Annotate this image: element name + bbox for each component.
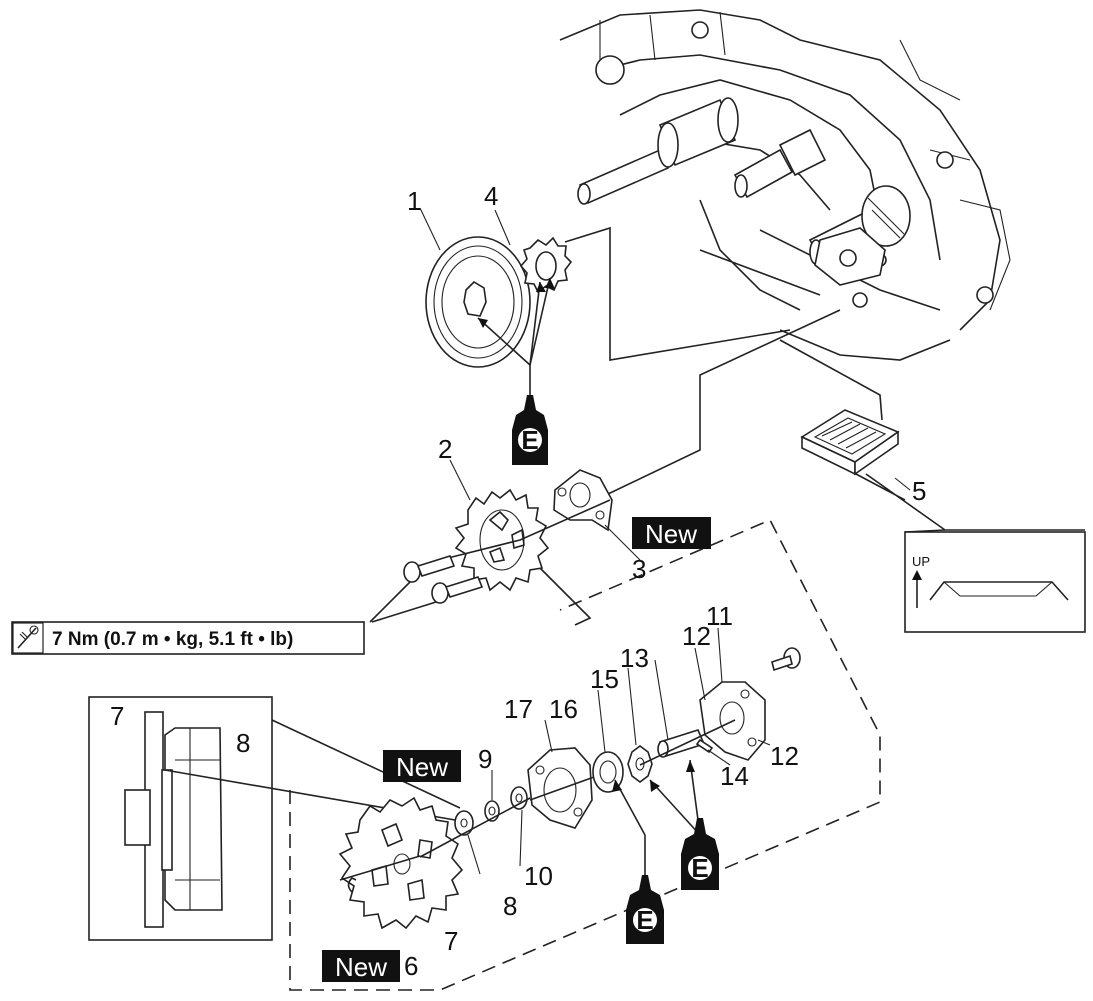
callout-7b: 7	[444, 926, 458, 956]
engine-oil-icon: E	[512, 365, 548, 465]
pump-assembly-outline	[289, 518, 881, 991]
balancer-shaft	[733, 128, 827, 199]
part-6-circlip	[347, 877, 357, 893]
part-5-oil-strainer	[800, 409, 900, 476]
callout-1: 1	[407, 186, 421, 216]
new-badge-circlip-6: New	[322, 950, 400, 982]
callout-15: 15	[590, 664, 619, 694]
part-10-washer	[510, 786, 528, 810]
callout-8: 8	[236, 728, 250, 758]
part-15-inner-rotor	[627, 745, 653, 783]
new-label: New	[396, 752, 448, 782]
callout-11: 11	[706, 601, 733, 631]
new-badge-circlip-9: New	[383, 750, 461, 782]
part-7-pump-sprocket	[338, 796, 464, 930]
part-12-screw	[771, 647, 801, 672]
sprocket-washer-inset	[88, 696, 273, 941]
oil-symbol-text: E	[636, 905, 653, 935]
up-label: UP	[912, 554, 930, 569]
part-8-washer	[454, 810, 474, 836]
callout-6: 6	[404, 951, 418, 981]
part-4-drive-gear	[519, 236, 573, 294]
part-2-pump-sprocket	[454, 488, 550, 592]
part-14-pin	[695, 738, 714, 754]
callout-2: 2	[438, 434, 452, 464]
callout-9: 9	[478, 744, 492, 774]
strainer-orientation-inset: UP	[904, 531, 1086, 633]
callout-4: 4	[484, 181, 498, 211]
part-3-gasket	[553, 469, 613, 532]
torque-spec-text: 7 Nm (0.7 m • kg, 5.1 ft • lb)	[52, 629, 293, 650]
engine-oil-icon: E	[626, 835, 664, 944]
oil-symbol-text: E	[691, 853, 708, 883]
callout-17: 17	[504, 694, 533, 724]
callout-12: 12	[682, 621, 711, 651]
crankshaft	[577, 97, 739, 205]
engine-crankcase	[559, 9, 1011, 361]
pump-screws	[403, 555, 484, 604]
callout-13: 13	[620, 643, 649, 673]
part-17-pump-housing	[527, 747, 593, 829]
callout-3: 3	[632, 554, 646, 584]
callout-7: 7	[110, 701, 124, 731]
callout-16: 16	[549, 694, 578, 724]
torque-spec-box: 7 Nm (0.7 m • kg, 5.1 ft • lb)	[11, 621, 365, 655]
new-badge-gasket: New	[632, 517, 711, 549]
callout-8b: 8	[503, 891, 517, 921]
callout-12b: 12	[770, 741, 799, 771]
torque-wrench-icon	[17, 625, 39, 649]
oil-symbol-text: E	[521, 425, 538, 455]
callout-14: 14	[720, 761, 749, 791]
new-label: New	[645, 519, 697, 549]
engine-oil-icon: E	[681, 818, 719, 890]
new-label: New	[335, 952, 387, 982]
callout-10: 10	[524, 861, 553, 891]
part-1-rotor	[425, 236, 531, 368]
callout-5: 5	[912, 476, 926, 506]
